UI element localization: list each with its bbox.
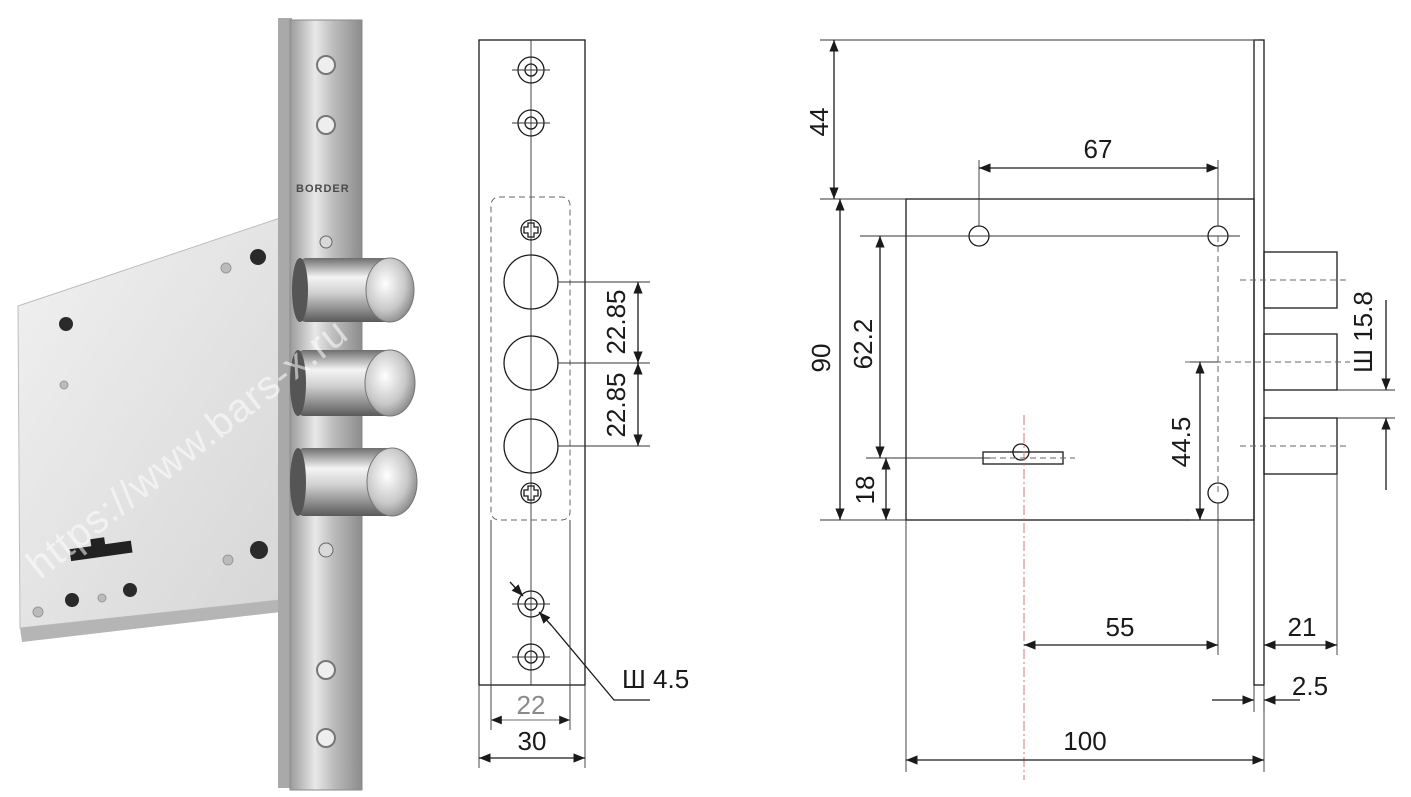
dim-body-depth: 100 <box>1063 726 1106 756</box>
dim-hole-spacing-vertical: 62.2 <box>848 319 878 370</box>
faceplate-outline <box>478 39 586 686</box>
faceplate-screw <box>318 542 334 558</box>
faceplate-screw-hole <box>316 55 336 75</box>
screw-hole-3 <box>512 590 550 618</box>
dim-hole-spacing-horizontal: 67 <box>1084 134 1113 164</box>
body-outline-dashed <box>490 196 571 521</box>
faceplate-screw-hole <box>316 115 336 135</box>
dim-hole-diameter: Ш 4.5 <box>622 664 689 694</box>
dim-bolt-diameter: Ш 15.8 <box>1348 291 1378 373</box>
cross-screw-top <box>520 219 542 241</box>
dim-faceplate-thickness: 2.5 <box>1292 671 1328 701</box>
faceplate-screw-hole <box>316 660 336 680</box>
dim-faceplate-width: 30 <box>518 726 547 756</box>
body-hole <box>250 249 266 265</box>
body-hole <box>220 262 232 274</box>
front-view-drawing: 22.85 22.85 Ш 4.5 22 30 <box>478 39 689 768</box>
dim-bolt-spacing-bottom: 22.85 <box>601 372 631 437</box>
brand-label: BORDER <box>296 183 350 195</box>
dim-bolt-projection: 21 <box>1288 612 1317 642</box>
body-hole <box>65 593 79 607</box>
cross-screw-bottom <box>520 482 542 504</box>
keyhole <box>69 540 133 562</box>
body-hole <box>97 593 107 603</box>
keyhole-drawing <box>970 443 1075 465</box>
body-hole <box>32 606 44 618</box>
dim-bottom-offset: 18 <box>850 476 880 505</box>
body-hole <box>222 554 234 566</box>
body-hole <box>123 583 137 597</box>
body-hole <box>59 317 73 331</box>
dim-body-height: 90 <box>806 344 836 373</box>
lock-body-outline <box>905 198 1255 521</box>
dim-inner-width: 22 <box>517 690 546 720</box>
bolt-top <box>292 257 415 323</box>
dim-backset-top: 44 <box>804 108 834 137</box>
lock-body-lower-face <box>20 600 280 642</box>
dim-key-to-hole: 44.5 <box>1166 417 1196 468</box>
body-hole <box>59 380 69 390</box>
side-view-drawing: 44 67 90 62.2 18 44.5 Ш 15.8 55 <box>804 39 1395 780</box>
faceplate-screw <box>319 235 333 249</box>
dim-bolt-spacing-top: 22.85 <box>601 289 631 354</box>
bolt-middle <box>290 349 416 417</box>
screw-hole-1 <box>512 56 550 84</box>
bolt-bottom <box>290 447 418 517</box>
keyhole-notch <box>90 537 106 550</box>
body-hole <box>250 541 268 559</box>
faceplate-side <box>278 18 292 788</box>
lock-photo: BORDER https://www.bars-x.ru <box>17 18 418 791</box>
dim-key-center-offset: 55 <box>1106 612 1135 642</box>
screw-hole-2 <box>512 109 550 137</box>
screw-hole-4 <box>512 643 550 671</box>
faceplate-screw-hole <box>316 728 336 748</box>
